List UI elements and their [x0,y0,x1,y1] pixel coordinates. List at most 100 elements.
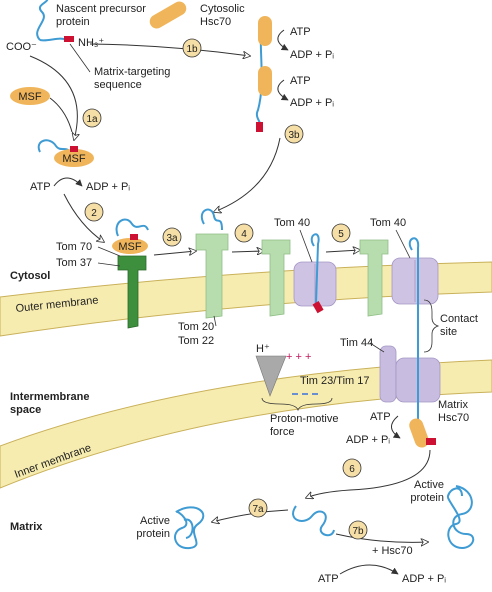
msf-bound-label: MSF [62,153,86,165]
atp-label-2: ATP [290,75,311,87]
msf-bound-signal [70,146,78,152]
intermembrane-label-2: space [10,404,41,416]
receptor-msf-chain [115,218,149,237]
hsc70-bound-b [258,66,272,96]
atp-cycle-1 [277,29,289,51]
proton-motive-label-1: Proton-motive [270,413,338,425]
step-6-label: 6 [349,464,355,475]
active-protein-left-label-2: protein [136,528,170,540]
step-4-badge [234,223,254,243]
tom37-pointer [97,262,121,267]
hsc70-bound-a [258,16,272,46]
contact-site-label-2: site [440,326,457,338]
adp-label-5: ADP + Pᵢ [402,573,446,585]
proton-motive-label-2: force [270,426,294,438]
translocating-signal-b [426,438,436,445]
msf-bound [54,149,94,167]
arrow-1a-input [29,55,77,140]
inner-membrane [0,359,492,489]
step-3a-badge [162,227,182,247]
tom20-22-receptor [195,233,229,319]
active-protein-right-coil [447,485,475,550]
step-7b-label: 7b [352,526,364,537]
tom40-pointer-a [299,229,313,263]
receptor-msf-signal [130,234,138,240]
step-7a-label: 7a [252,504,264,515]
step-4-label: 4 [241,229,247,240]
adp-label-4: ADP + Pᵢ [346,434,390,446]
step-3b-label: 3b [288,130,300,141]
step-1b-badge [182,38,202,58]
targeting-label-2: sequence [94,79,142,91]
msf-bound-chain [37,139,71,153]
proton-channel [255,355,287,397]
atp-label-4: ATP [370,411,391,423]
adp-label-2: ADP + Pᵢ [290,97,334,109]
arrow-3b [214,137,281,212]
atp-label-1: ATP [290,26,311,38]
step-7b-badge [348,520,368,540]
msf-free [10,87,50,105]
cytosolic-hsc70-label-2: Hsc70 [200,16,231,28]
translocating-chain-b [408,237,420,430]
step-6-badge [342,458,362,478]
matrix-targeting-signal [64,36,74,42]
arrow-2 [63,193,104,242]
arrow-1b [89,43,250,56]
tom40-label-a: Tom 40 [274,217,310,229]
atp-cycle-4 [391,415,401,439]
atp-cycle-2 [277,79,289,101]
arrow-6 [306,449,431,498]
matrix-hsc70-bound [409,418,429,448]
tom70-label: Tom 70 [56,241,92,253]
intermembrane-label-1: Intermembrane [10,391,89,403]
step-7a-badge [248,498,268,518]
step-2-label: 2 [91,208,97,219]
active-protein-right-label-2: protein [410,492,444,504]
matrix-label: Matrix [10,521,43,533]
active-protein-right-label-1: Active [414,479,444,491]
arrow-7b [335,533,428,542]
cytosolic-hsc70 [149,1,187,29]
step-5-label: 5 [338,229,344,240]
adp-label-3: ADP + Pᵢ [86,181,130,193]
step-1a-label: 1a [86,114,98,125]
coo-label: COO⁻ [6,41,37,53]
tim23-17-label: Tim 23/Tim 17 [300,375,369,387]
tom20-label: Tom 20 [178,321,214,333]
tom20-pointer [213,315,217,327]
proton-motive-brace [261,397,333,412]
tom22-label: Tom 22 [178,335,214,347]
active-protein-left-label-1: Active [140,515,170,527]
matrix-unfolded-chain [292,505,335,537]
msf-free-label: MSF [18,91,42,103]
step-3a-label: 3a [166,233,178,244]
targeting-label-1: Matrix-targeting [94,66,170,78]
arrow-4 [231,251,264,252]
atp-cycle-5 [339,564,399,575]
tom40-label-b: Tom 40 [370,217,406,229]
contact-site-label-1: Contact [440,313,478,325]
step-1b-label: 1b [186,44,198,55]
atp-label-5: ATP [318,573,339,585]
tim44-label: Tim 44 [340,337,373,349]
active-protein-left-coil [174,506,205,550]
step-3b-badge [284,124,304,144]
adp-label-1: ADP + Pᵢ [290,49,334,61]
receptor-chain [200,208,223,231]
contact-site-bracket [423,299,440,353]
h-plus-label: H⁺ [256,343,270,355]
atp-label-3: ATP [30,181,51,193]
nh3-label: NH₃⁺ [78,37,104,49]
tom37-label: Tom 37 [56,257,92,269]
tom20-22-receptor-c [359,239,389,317]
receptor-msf-label: MSF [118,241,142,253]
translocating-chain-a [310,233,320,305]
cytosol-label: Cytosol [10,270,50,282]
step-1a-badge [82,108,102,128]
tom40-pointer-b [395,229,411,259]
step-2-badge [84,202,104,222]
step-5-badge [331,223,351,243]
arrow-7a [212,509,289,522]
